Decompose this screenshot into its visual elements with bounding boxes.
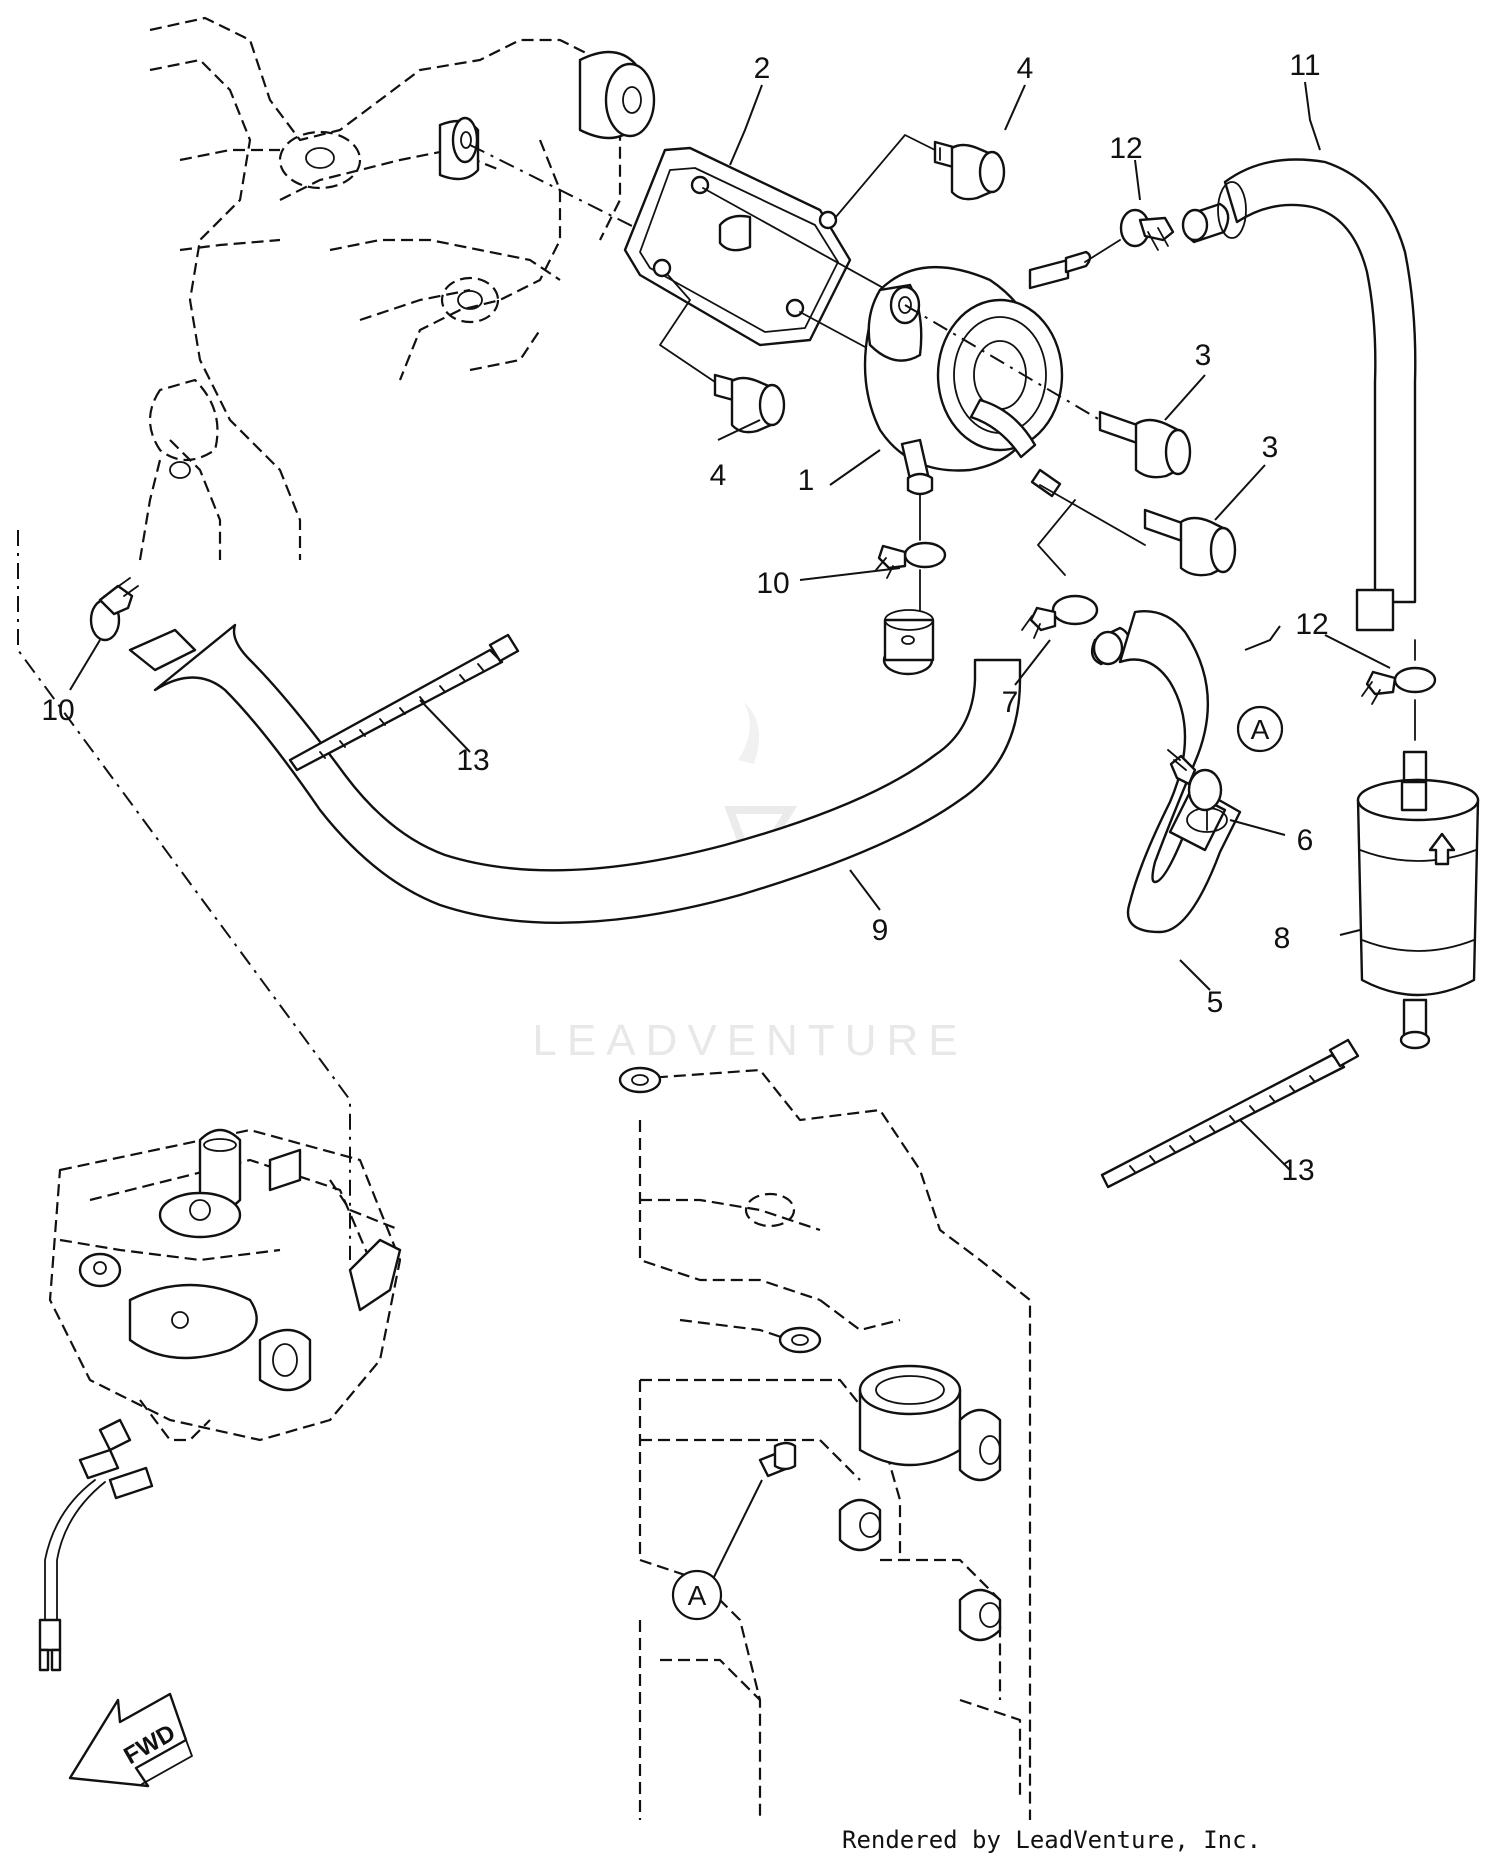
callout-11: 11 bbox=[1289, 49, 1320, 82]
bolt-part-4-upper bbox=[933, 140, 1006, 201]
callout-3-upper: 3 bbox=[1195, 339, 1212, 372]
fuel-pump-part-1 bbox=[863, 250, 1092, 498]
callout-3-lower: 3 bbox=[1262, 431, 1279, 464]
bolt-4-lower-guide bbox=[659, 274, 716, 383]
clamp-part-12-lower bbox=[1361, 666, 1437, 705]
callout-labels: 1 2 3 3 4 4 5 6 7 8 9 10 10 11 12 12 13 … bbox=[41, 49, 1328, 1187]
callout-6: 6 bbox=[1297, 824, 1314, 857]
alignment-line-bracket bbox=[469, 144, 651, 236]
clamp-part-6 bbox=[1167, 749, 1223, 812]
callout-4-lower: 4 bbox=[710, 459, 727, 492]
reference-a-lower-label: A bbox=[688, 1580, 707, 1611]
casting-grommets bbox=[438, 50, 656, 181]
callout-1: 1 bbox=[798, 464, 815, 497]
reference-a-upper-label: A bbox=[1251, 714, 1270, 745]
callout-9: 9 bbox=[872, 914, 889, 947]
clamp-part-10-left bbox=[89, 577, 139, 642]
callout-10-upper: 10 bbox=[756, 567, 789, 600]
bolt-part-3-lower bbox=[1143, 508, 1237, 577]
callout-5: 5 bbox=[1207, 986, 1224, 1019]
callout-2: 2 bbox=[754, 52, 771, 85]
bolt-part-4-lower bbox=[713, 373, 786, 434]
callout-13-lower: 13 bbox=[1281, 1154, 1314, 1187]
rendered-by-credit: Rendered by LeadVenture, Inc. bbox=[842, 1826, 1262, 1854]
alignment-line-carburetor bbox=[17, 530, 351, 1260]
hose-part-5 bbox=[1090, 610, 1242, 934]
cable-tie-part-13-upper bbox=[288, 633, 520, 772]
hose-part-9 bbox=[128, 609, 1022, 924]
clamp-part-12-upper bbox=[1119, 208, 1175, 251]
callout-leaders bbox=[69, 81, 1391, 1586]
cylinder-block-casting bbox=[618, 1066, 1032, 1820]
bolt-part-3-upper bbox=[1098, 410, 1192, 479]
alignment-line-bolt-3-upper bbox=[904, 304, 1101, 421]
fuel-filter-part-8 bbox=[1356, 750, 1480, 1050]
callout-8: 8 bbox=[1274, 922, 1291, 955]
clamp-part-10-upper bbox=[875, 541, 947, 579]
carburetor-assembly bbox=[38, 1128, 402, 1672]
callout-13-upper: 13 bbox=[456, 744, 489, 777]
callout-12-lower: 12 bbox=[1295, 608, 1328, 641]
leadventure-watermark: LEADVENTURE bbox=[532, 702, 967, 1065]
hose-part-11 bbox=[1181, 158, 1417, 632]
callout-12-upper: 12 bbox=[1109, 132, 1142, 165]
clamp-part-7 bbox=[1021, 594, 1099, 639]
watermark-text: LEADVENTURE bbox=[532, 1016, 967, 1065]
reference-marker-a-upper: A bbox=[1236, 705, 1284, 753]
forward-direction-arrow: FWD bbox=[68, 1692, 193, 1788]
callout-7: 7 bbox=[1002, 686, 1019, 719]
bolt-4-upper-guide bbox=[834, 134, 936, 219]
engine-casting-top-left bbox=[138, 16, 641, 561]
callout-10-left: 10 bbox=[41, 694, 74, 727]
cable-tie-part-13-lower bbox=[1100, 1038, 1360, 1189]
reference-marker-a-lower: A bbox=[671, 1569, 723, 1621]
callout-4-upper: 4 bbox=[1017, 52, 1034, 85]
bracket-part-2 bbox=[623, 146, 852, 347]
